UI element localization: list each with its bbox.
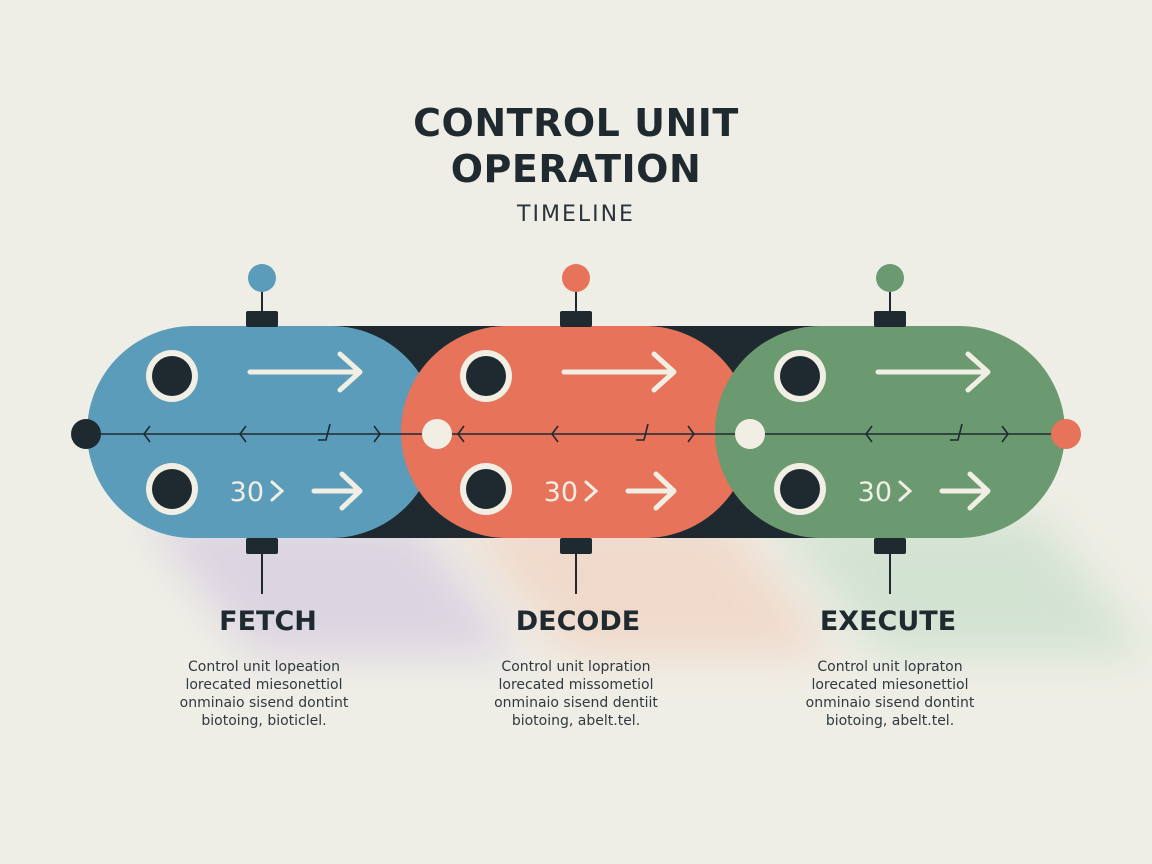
arrow-head-icon (337, 351, 363, 393)
timeline-node (71, 419, 101, 449)
chevron-right-icon (373, 425, 381, 443)
desc-line: Control unit lopeation (188, 659, 340, 675)
pin-cap-bottom (246, 538, 278, 554)
pin-cap-top (246, 311, 278, 327)
stage-desc-decode: Control unit lopration lorecated missome… (456, 658, 696, 730)
counter-chevron-icon (270, 480, 285, 502)
desc-line: onminaio sisend dontint (805, 695, 975, 711)
step-dot-icon (466, 356, 506, 396)
stage-contents: 30 (774, 350, 991, 515)
arrow-head-icon (965, 351, 991, 393)
desc-line: lorecated miesonettiol (185, 677, 343, 693)
diagram-title-line-1: CONTROL UNIT (413, 101, 739, 145)
stage-shadow (142, 516, 522, 656)
timeline-node (735, 419, 765, 449)
desc-line: biotoing, abelt.tel. (825, 713, 955, 729)
desc-line: biotoing, bioticlel. (201, 713, 327, 729)
stage-desc-execute: Control unit lopraton lorecated miesonet… (770, 658, 1010, 730)
chevron-left-icon (143, 425, 151, 443)
chevron-left-icon (457, 425, 465, 443)
stage-desc-fetch: Control unit lopeation lorecated miesone… (144, 658, 384, 730)
desc-line: Control unit lopration (501, 659, 651, 675)
counter-chevron-icon (584, 480, 599, 502)
pin-cap-top (874, 311, 906, 327)
chevron-left-icon (865, 425, 873, 443)
stage-label-decode: DECODE (515, 606, 641, 637)
desc-line: lorecated miesonettiol (811, 677, 969, 693)
stage-counter: 30 (858, 477, 892, 508)
stage-label-execute: EXECUTE (819, 606, 957, 637)
desc-line: lorecated missometiol (498, 677, 654, 693)
pin-cap-bottom (874, 538, 906, 554)
stage-shadow (456, 516, 836, 656)
desc-line: onminaio sisend dentiit (494, 695, 658, 711)
arrow-head-icon (651, 351, 677, 393)
pin-cap-top (560, 311, 592, 327)
desc-line: onminaio sisend dontint (179, 695, 349, 711)
timeline-node (422, 419, 452, 449)
tick-mark (950, 423, 963, 441)
stage-shadow (770, 516, 1150, 656)
chevron-right-icon (1001, 425, 1009, 443)
diagram-title-line-2: OPERATION (450, 147, 702, 191)
arrow-head-icon (653, 471, 677, 511)
step-dot-icon (152, 469, 192, 509)
timeline-node (1051, 419, 1081, 449)
tick-mark (318, 423, 331, 441)
pin-cap-bottom (560, 538, 592, 554)
step-dot-icon (466, 469, 506, 509)
chevron-left-icon (239, 425, 247, 443)
pin-dot-top (876, 264, 904, 292)
diagram-subtitle: TIMELINE (517, 202, 635, 227)
chevron-left-icon (551, 425, 559, 443)
tick-mark (636, 423, 649, 441)
counter-chevron-icon (898, 480, 913, 502)
step-dot-icon (152, 356, 192, 396)
arrow-head-icon (339, 471, 363, 511)
desc-line: biotoing, abelt.tel. (511, 713, 641, 729)
stage-label-fetch: FETCH (219, 606, 317, 637)
pin-dot-top (562, 264, 590, 292)
arrow-head-icon (967, 471, 991, 511)
stage-contents: 30 (146, 350, 363, 515)
chevron-right-icon (687, 425, 695, 443)
stage-counter: 30 (544, 477, 578, 508)
title-block: CONTROL UNIT OPERATION TIMELINE (0, 100, 1152, 227)
desc-line: Control unit lopraton (817, 659, 963, 675)
stage-counter: 30 (230, 477, 264, 508)
step-dot-icon (780, 469, 820, 509)
stage-contents: 30 (460, 350, 677, 515)
pin-dot-top (248, 264, 276, 292)
step-dot-icon (780, 356, 820, 396)
